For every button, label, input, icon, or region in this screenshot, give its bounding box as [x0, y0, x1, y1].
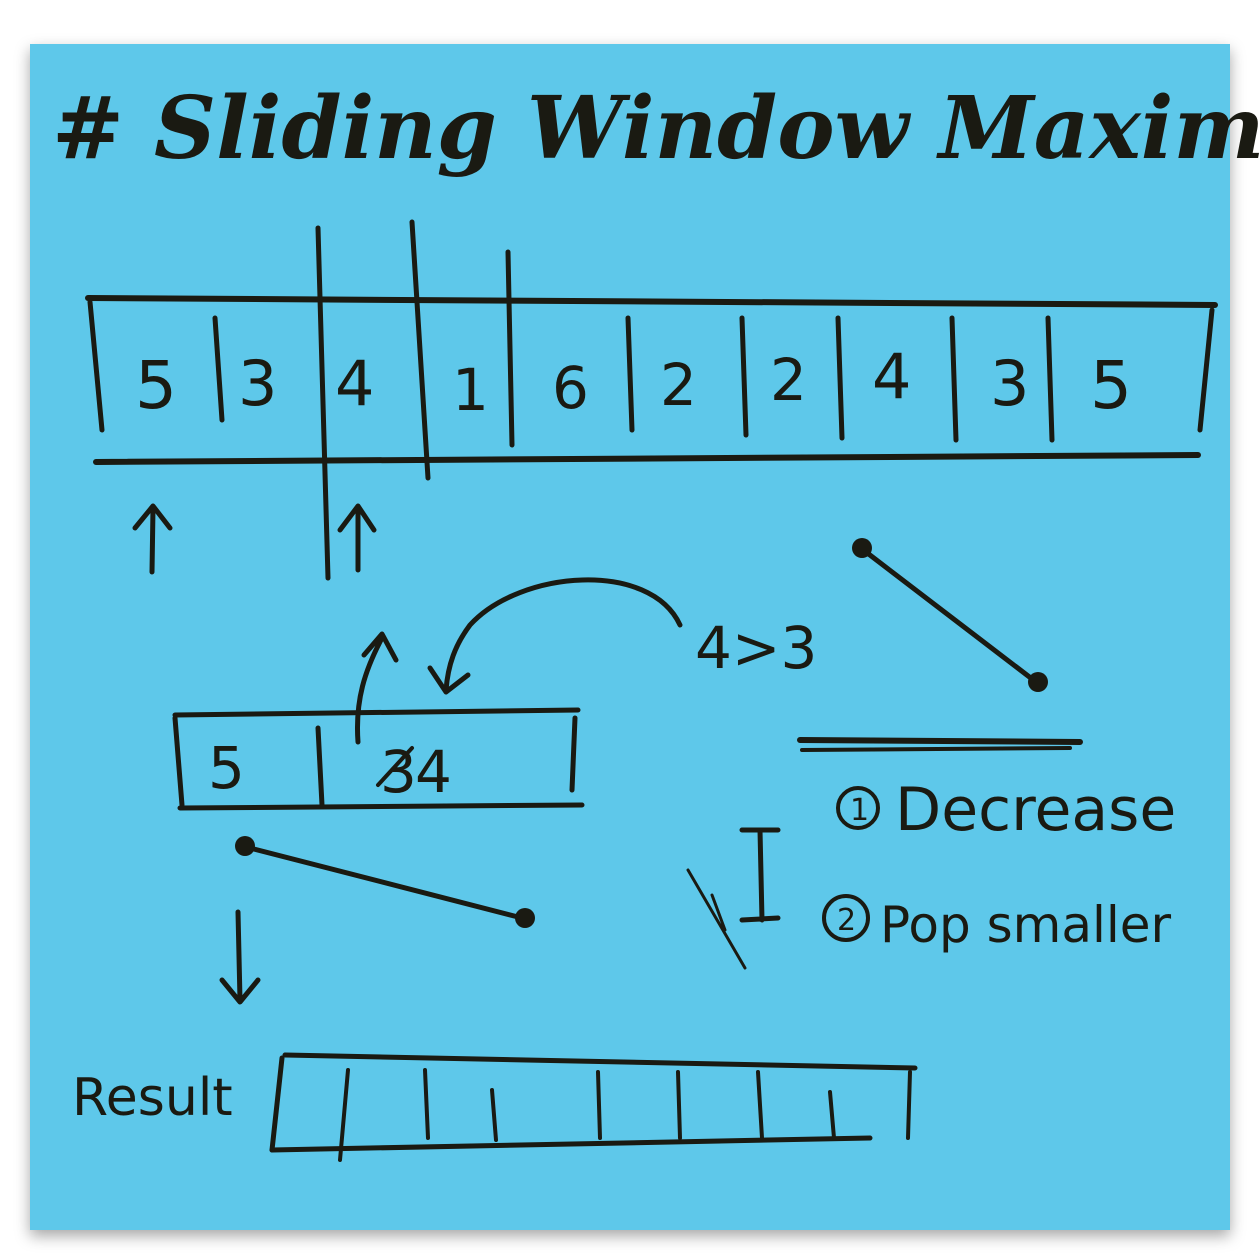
array-cell: 3: [990, 347, 1029, 420]
array-cell: 1: [452, 356, 489, 424]
result-label: Result: [72, 1068, 233, 1128]
array-cell: 6: [552, 354, 589, 422]
rule-number: 1: [850, 793, 869, 828]
result-box: [269, 1052, 918, 1162]
rule-text: Decrease: [895, 775, 1176, 845]
array-cell: 4: [335, 347, 374, 420]
array-values: 5 3 4 1 6 2 2 4 3 5: [135, 340, 1132, 424]
sticky-note: [30, 44, 1230, 1230]
deque-item: 4: [415, 738, 452, 806]
strike-mark: [376, 746, 414, 787]
rule-text: Pop smaller: [880, 896, 1172, 954]
rule-1: 1 Decrease: [836, 775, 1176, 845]
deque-item: 5: [208, 734, 245, 802]
decreasing-line: [852, 538, 1048, 692]
divider: [797, 737, 1083, 745]
array-cell: 4: [872, 340, 911, 413]
divider: [800, 746, 1072, 752]
rule-number: 2: [837, 903, 856, 938]
up-arrow-icon: [337, 503, 377, 573]
array-cell: 5: [1090, 347, 1132, 424]
array-cell: 5: [135, 347, 177, 424]
stack-icon: [686, 827, 781, 970]
rule-2: 2 Pop smaller: [822, 894, 1172, 954]
comparison-label: 4>3: [695, 614, 817, 682]
down-arrow-icon: [219, 909, 261, 1005]
array-box: [85, 219, 1218, 581]
array-cell: 3: [238, 347, 277, 420]
decreasing-line: [235, 836, 535, 928]
array-cell: 2: [770, 346, 807, 414]
deque-box: [172, 631, 585, 811]
array-cell: 2: [660, 351, 697, 419]
curved-arrow-icon: [427, 577, 683, 695]
title: # Sliding Window Maximum: [52, 78, 1260, 179]
up-arrow-icon: [132, 503, 173, 575]
